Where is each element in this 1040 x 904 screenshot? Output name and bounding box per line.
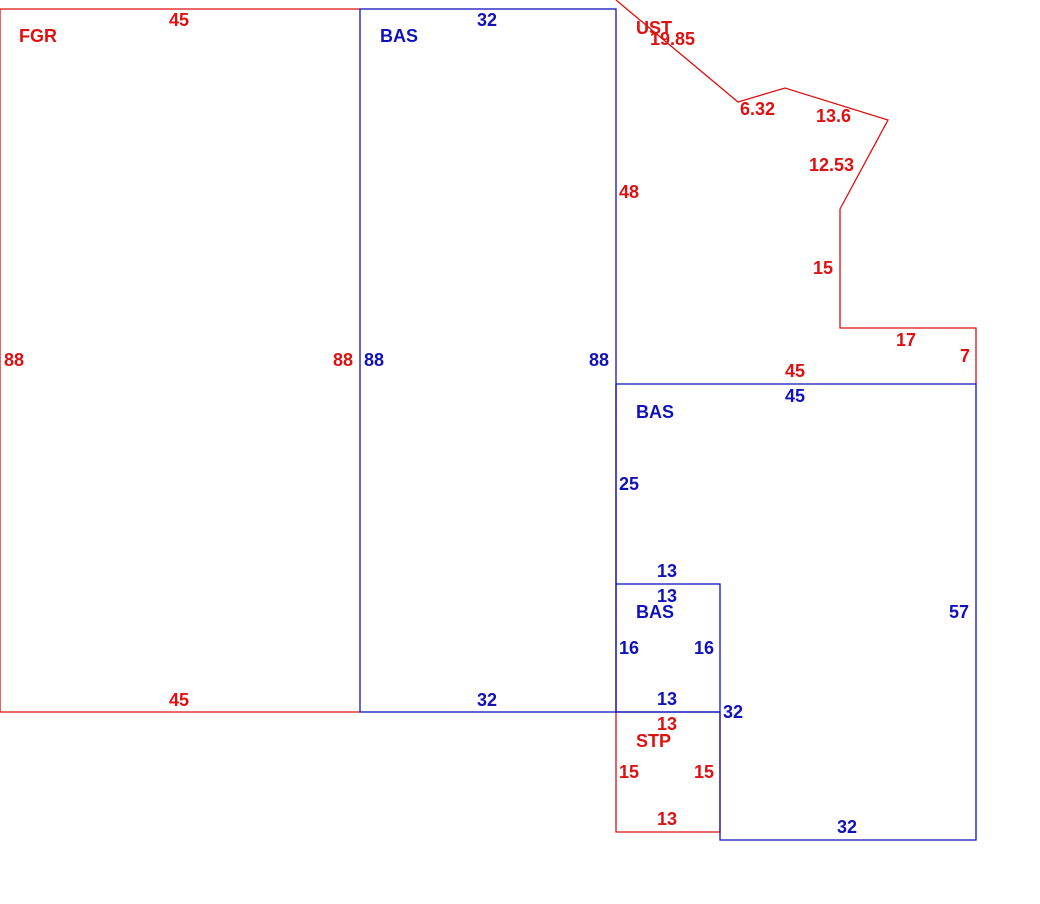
ust-label: UST	[636, 18, 672, 38]
ust-dim-seg-b: 13.6	[816, 106, 851, 126]
bas-right-area: BAS 45 25 57 32 32	[615, 383, 977, 841]
ust-dim-bottom: 45	[785, 361, 805, 381]
bas-right-dim-right: 57	[949, 602, 969, 622]
fgr-outline	[0, 8, 360, 713]
ust-outline	[615, 0, 977, 384]
ust-dim-vert: 15	[813, 258, 833, 278]
bas-small-dim-top-outer: 13	[657, 561, 677, 581]
bas-small-label: BAS	[636, 602, 674, 622]
fgr-dim-right: 88	[333, 350, 353, 370]
bas-main-label: BAS	[380, 26, 418, 46]
bas-main-outline	[359, 8, 617, 713]
fgr-dim-left: 88	[4, 350, 24, 370]
bas-small-dim-right: 16	[694, 638, 714, 658]
bas-right-dim-top: 45	[785, 386, 805, 406]
bas-main-dim-left: 88	[364, 350, 384, 370]
bas-main-area: BAS 32 32 88 88	[359, 8, 617, 713]
ust-dim-seg-c: 12.53	[809, 155, 854, 175]
stp-dim-left: 15	[619, 762, 639, 782]
fgr-label: FGR	[19, 26, 57, 46]
stp-dim-right: 15	[694, 762, 714, 782]
bas-right-outline	[615, 383, 977, 841]
fgr-area: FGR 45 45 88 88	[0, 8, 360, 713]
ust-dim-seg-a: 6.32	[740, 99, 775, 119]
fgr-dim-bottom: 45	[169, 690, 189, 710]
bas-main-dim-bottom: 32	[477, 690, 497, 710]
bas-small-dim-top-inner: 13	[657, 586, 677, 606]
fgr-dim-top: 45	[169, 10, 189, 30]
bas-small-area: BAS 13 13 16 16 13	[615, 561, 721, 713]
ust-dim-diag-top: 19.85	[650, 29, 695, 49]
bas-right-dim-left: 25	[619, 474, 639, 494]
bas-small-dim-bottom: 13	[657, 689, 677, 709]
bas-main-dim-right: 88	[589, 350, 609, 370]
stp-label: STP	[636, 731, 671, 751]
stp-dim-top: 13	[657, 714, 677, 734]
stp-dim-bottom: 13	[657, 809, 677, 829]
bas-main-dim-top: 32	[477, 10, 497, 30]
stp-area: STP 13 15 15 13	[615, 712, 721, 833]
bas-small-dim-left: 16	[619, 638, 639, 658]
bas-right-dim-bottom: 32	[837, 817, 857, 837]
ust-dim-left: 48	[619, 182, 639, 202]
ust-dim-short: 7	[960, 346, 970, 366]
bas-right-dim-step: 32	[723, 702, 743, 722]
bas-right-label: BAS	[636, 402, 674, 422]
ust-area: UST 19.85 6.32 13.6 12.53 15 17 7 45 48	[615, 0, 977, 384]
ust-dim-horiz: 17	[896, 330, 916, 350]
